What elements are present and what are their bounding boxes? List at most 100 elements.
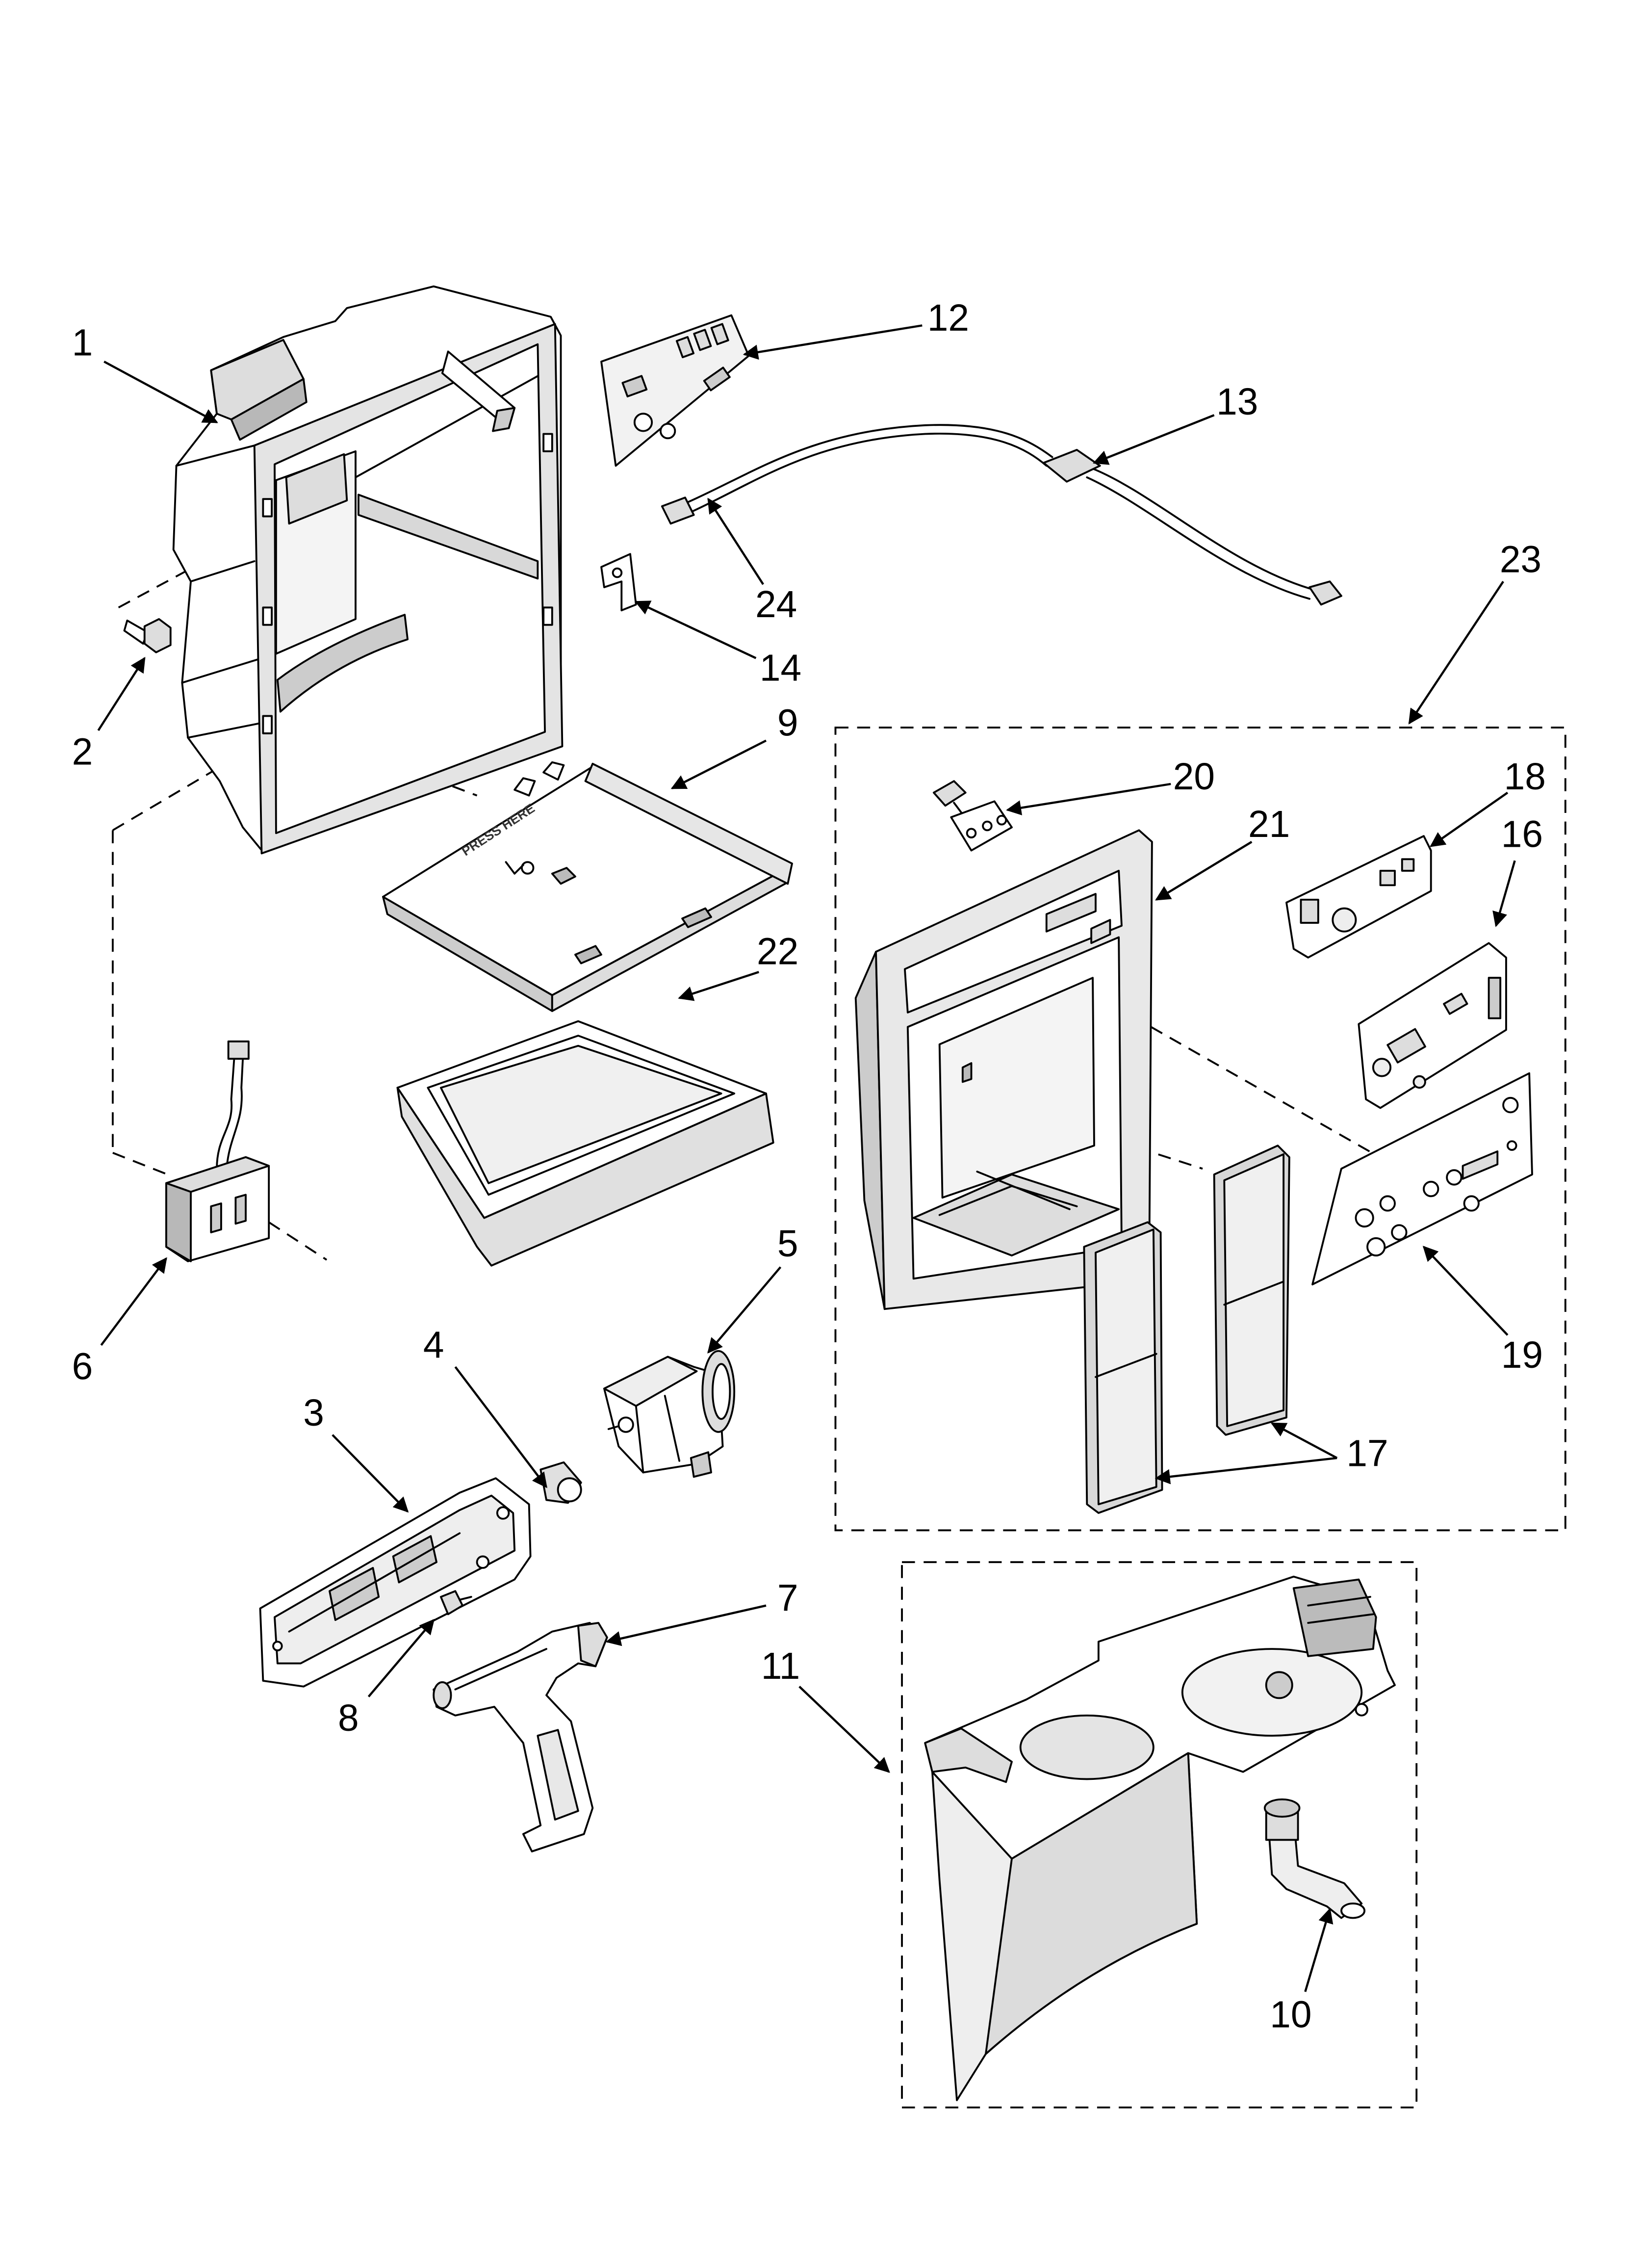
fitting-top: [1263, 1798, 1301, 1818]
connector-pin: [966, 828, 977, 839]
lever-edge: [454, 1648, 547, 1691]
board-component: [1372, 1058, 1392, 1077]
bracket-hole: [496, 1506, 510, 1520]
callout-3: 3: [303, 1392, 324, 1434]
housing-tab: [262, 606, 273, 626]
group-box-23: [834, 727, 1566, 1532]
bracket-rail: [288, 1532, 461, 1633]
callout-21: 21: [1248, 804, 1290, 845]
callout-7: 7: [777, 1577, 798, 1619]
part-12-control-board: [600, 314, 750, 467]
leader-arrow-18: [1430, 791, 1509, 847]
part-3-bracket: [259, 1477, 532, 1688]
board-component: [1332, 907, 1357, 933]
small-bracket: [600, 553, 637, 612]
callout-22: 22: [757, 931, 798, 973]
panel-display: [1462, 1150, 1499, 1180]
chute-screw: [1355, 1703, 1368, 1717]
leader-arrow-24: [707, 497, 764, 585]
chute-opening: [1019, 1714, 1155, 1780]
board-connector: [1488, 977, 1502, 1019]
panel-button: [1355, 1208, 1374, 1228]
drip-tray-grille: [439, 1044, 722, 1184]
part-20-connector: [932, 780, 1013, 852]
housing-trough: [276, 614, 409, 713]
callout-12: 12: [927, 297, 969, 339]
callout-1: 1: [72, 322, 93, 364]
motor-drum-inner: [712, 1363, 731, 1420]
housing-tab: [262, 498, 273, 518]
leader-arrow-2: [97, 656, 146, 731]
callout-24: 24: [755, 584, 797, 626]
frame-display-window: [1045, 893, 1097, 933]
switch-slot: [234, 1194, 247, 1225]
assembly-line: [112, 1152, 168, 1175]
leader-arrow-17b: [1155, 1457, 1337, 1485]
screw-head: [143, 618, 172, 653]
motor-top: [603, 1356, 698, 1407]
leader-arrow-3: [332, 1434, 409, 1513]
chute-latch: [924, 1727, 1013, 1783]
board-component: [1401, 858, 1415, 872]
chute-gear: [1265, 1671, 1293, 1699]
small-bracket-hole: [612, 567, 623, 578]
callout-18: 18: [1504, 756, 1546, 798]
motor-shaft: [617, 1416, 634, 1433]
leader-arrow-21: [1155, 841, 1253, 901]
part-1-housing: [172, 285, 564, 855]
housing-ramp: [357, 494, 539, 580]
panel-button: [1502, 1096, 1519, 1114]
lever-hinge: [433, 1681, 452, 1709]
part-14-bracket: [600, 553, 637, 612]
callout-2: 2: [72, 731, 93, 773]
housing-back-wall-top: [355, 375, 539, 478]
tray-hole: [681, 907, 712, 928]
tray-clip: [513, 777, 536, 797]
group-box-11: [901, 1561, 1418, 2109]
tray-clip: [542, 761, 565, 781]
panel-button: [1423, 1180, 1439, 1198]
harness-wire: [690, 432, 1048, 513]
leader-arrow-11: [798, 1686, 890, 1773]
board-component: [1443, 992, 1468, 1015]
tray-hole: [551, 867, 576, 885]
board: [1358, 942, 1507, 1109]
paddle-divider: [1095, 1353, 1157, 1378]
leader-arrow-7: [605, 1604, 767, 1646]
connector-body: [950, 800, 1013, 852]
leader-arrow-19: [1422, 1246, 1509, 1336]
bracket-hole: [272, 1641, 283, 1651]
board-relay: [675, 336, 695, 359]
part-11-ice-chute: [924, 1575, 1396, 2101]
leader-arrow-10: [1304, 1907, 1334, 1992]
leader-arrow-20: [1006, 782, 1171, 815]
connector-pin: [996, 814, 1007, 826]
part-19-panel-overlay: [1311, 1072, 1533, 1286]
callout-9: 9: [777, 703, 798, 744]
part-2-screw: [123, 618, 172, 653]
board-relay: [710, 323, 729, 345]
part-9-tray-plate: PRESS HERE: [382, 761, 793, 1012]
leader-arrow-1: [103, 361, 218, 423]
connector-24: [661, 496, 695, 525]
harness-connector-13: [1042, 449, 1101, 483]
housing-tab: [262, 715, 273, 734]
board-capacitor: [659, 422, 676, 440]
bracket-face: [274, 1494, 516, 1665]
panel-button: [1463, 1195, 1480, 1212]
callout-13: 13: [1216, 381, 1258, 423]
leader-arrow-12: [743, 324, 923, 360]
callout-20: 20: [1173, 756, 1215, 798]
callout-6: 6: [72, 1346, 93, 1388]
switch-side: [165, 1182, 192, 1262]
panel-button: [1391, 1224, 1408, 1241]
housing-tab: [542, 433, 553, 452]
connector-lead: [953, 802, 964, 815]
leader-arrows: [97, 324, 1516, 1992]
board: [1285, 835, 1432, 959]
chute-deck: [924, 1575, 1396, 1860]
part-24-connector: [661, 496, 695, 525]
leader-arrow-13: [1093, 414, 1215, 465]
part-18-board: [1285, 835, 1432, 959]
